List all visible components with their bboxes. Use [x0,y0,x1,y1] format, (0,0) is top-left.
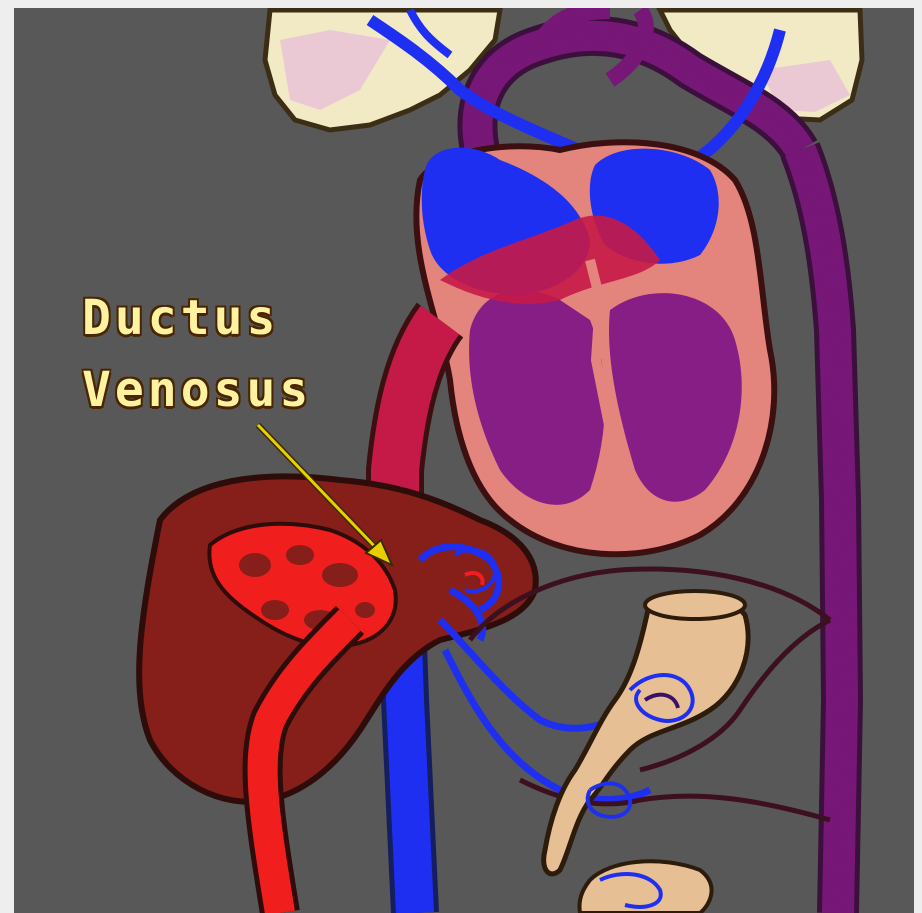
fetal-circulation-diagram [14,8,914,913]
diagram-frame [14,8,914,913]
texture-overlay [14,8,914,913]
